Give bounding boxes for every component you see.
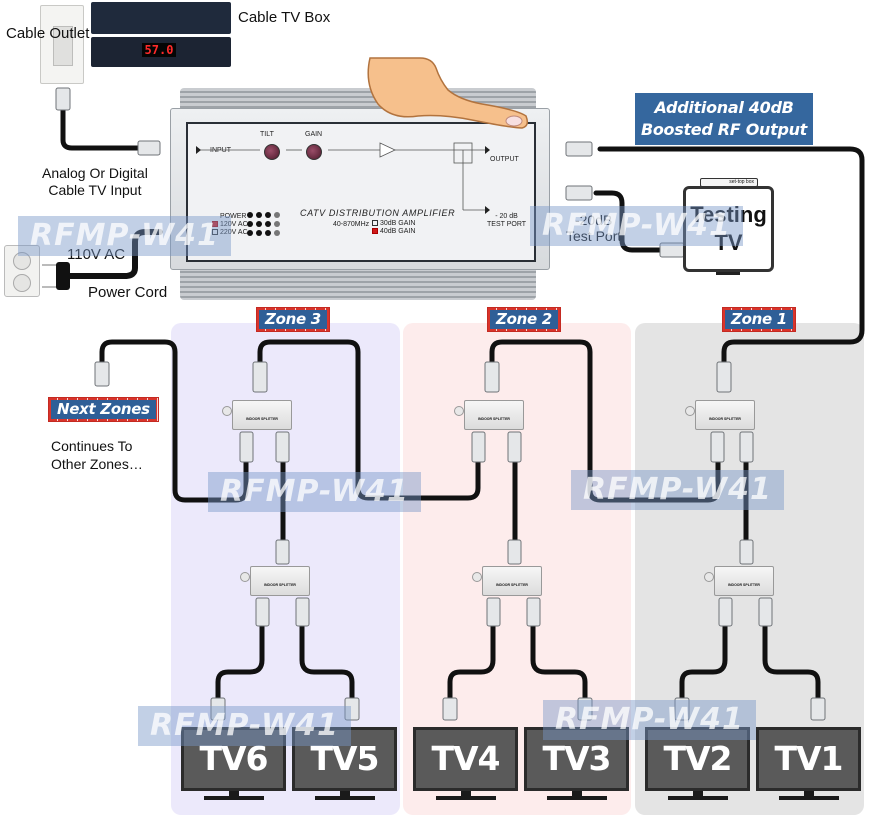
connector bbox=[507, 431, 522, 463]
connector bbox=[210, 697, 226, 721]
cable-tv4 bbox=[447, 622, 496, 703]
amp-gain-select: 30dB GAIN 40dB GAIN bbox=[372, 220, 415, 236]
next-zones-badge: Next Zones bbox=[48, 397, 159, 422]
cable-amp-output bbox=[597, 146, 865, 365]
cable-tv-box-rear bbox=[91, 2, 231, 34]
gain-knob[interactable] bbox=[306, 144, 322, 160]
cable-tv1 bbox=[762, 622, 821, 703]
connector bbox=[739, 431, 754, 463]
amp-power-select: POWER 120V AC 220V AC bbox=[212, 213, 248, 237]
watermark: RFMP-W41 bbox=[543, 700, 756, 740]
connector bbox=[275, 431, 290, 463]
tv-6: TV6 bbox=[181, 727, 286, 791]
next-zones-label: Continues To Other Zones… bbox=[51, 438, 143, 472]
amp-title: CATV DISTRIBUTION AMPLIFIER bbox=[300, 208, 456, 218]
ac-wall-outlet bbox=[4, 245, 40, 297]
cable-tv5 bbox=[299, 622, 355, 703]
connector bbox=[739, 539, 754, 565]
amp-gain-label: GAIN bbox=[305, 131, 323, 138]
cable-tv3 bbox=[530, 622, 588, 703]
connector bbox=[239, 431, 254, 463]
zone-1-badge: Zone 1 bbox=[722, 307, 796, 332]
input-label: Analog Or Digital Cable TV Input bbox=[42, 165, 148, 198]
connector bbox=[94, 361, 110, 387]
gain-30db-checkbox[interactable] bbox=[372, 220, 378, 226]
connector bbox=[486, 597, 501, 627]
connector bbox=[810, 697, 826, 721]
connector bbox=[758, 597, 773, 627]
outlet-plate bbox=[53, 26, 73, 66]
connector bbox=[565, 141, 593, 157]
power-220v-checkbox[interactable] bbox=[212, 229, 218, 235]
amp-output-label: OUTPUT bbox=[490, 156, 519, 163]
tv-3: TV3 bbox=[524, 727, 629, 791]
connector bbox=[255, 597, 270, 627]
amp-input-label: INPUT bbox=[210, 147, 231, 154]
cable-test-port bbox=[593, 190, 663, 253]
tv-1: TV1 bbox=[756, 727, 861, 791]
watermark: RFMP-W41 bbox=[138, 706, 351, 746]
power-cord bbox=[65, 229, 163, 279]
pointing-hand-icon bbox=[367, 57, 529, 129]
connector bbox=[674, 697, 690, 721]
test-port-label: -20dB Test Port bbox=[566, 212, 622, 244]
connector bbox=[275, 539, 290, 565]
boosted-output-callout: Additional 40dB Boosted RF Output bbox=[635, 93, 813, 145]
plug-head bbox=[56, 262, 70, 290]
cable-outlet-label: Cable Outlet bbox=[6, 25, 90, 42]
cable-zone3-to-next bbox=[99, 339, 249, 503]
power-120v-checkbox[interactable] bbox=[212, 221, 218, 227]
amplifier-panel bbox=[186, 122, 536, 262]
connector bbox=[484, 361, 500, 393]
amp-test-port-label: - 20 dB TEST PORT bbox=[487, 213, 527, 228]
channel-display: 57.0 bbox=[142, 43, 176, 57]
connector bbox=[526, 597, 541, 627]
connector bbox=[471, 431, 486, 463]
connector bbox=[442, 697, 458, 721]
cable-outlet bbox=[40, 5, 84, 84]
amp-signal-diagram bbox=[196, 142, 490, 214]
cable-outlet-to-amp bbox=[60, 107, 143, 151]
connector bbox=[507, 539, 522, 565]
cable-zone1-to-zone2 bbox=[489, 339, 721, 503]
connector bbox=[344, 697, 360, 721]
tv-2: TV2 bbox=[645, 727, 750, 791]
connector bbox=[295, 597, 310, 627]
watermark: RFMP-W41 bbox=[571, 470, 784, 510]
connector bbox=[55, 87, 71, 111]
power-cord-label: Power Cord bbox=[88, 284, 168, 301]
zone-2-badge: Zone 2 bbox=[487, 307, 561, 332]
tilt-knob[interactable] bbox=[264, 144, 280, 160]
connector bbox=[252, 361, 268, 393]
testing-tv: Testing TV bbox=[683, 186, 774, 272]
cable-tv6 bbox=[215, 622, 265, 703]
connector bbox=[718, 597, 733, 627]
watermark: RFMP-W41 bbox=[530, 206, 743, 246]
connector bbox=[577, 697, 593, 721]
ac-voltage-label: 110V AC bbox=[67, 246, 126, 263]
tv-5: TV5 bbox=[292, 727, 397, 791]
cable-zone2-to-zone3 bbox=[257, 339, 481, 501]
zone-3-badge: Zone 3 bbox=[256, 307, 330, 332]
amp-frequency: 40-870MHz bbox=[333, 221, 370, 228]
amp-tilt-label: TILT bbox=[260, 131, 274, 138]
connector bbox=[565, 185, 593, 201]
cable-tv2 bbox=[679, 622, 728, 703]
connector bbox=[137, 140, 161, 156]
cable-tv-box-label: Cable TV Box bbox=[238, 9, 331, 26]
watermark: RFMP-W41 bbox=[208, 472, 421, 512]
tv-4: TV4 bbox=[413, 727, 518, 791]
gain-40db-checkbox[interactable] bbox=[372, 228, 378, 234]
connector bbox=[716, 361, 732, 393]
testing-tv-stand bbox=[716, 272, 740, 275]
connector bbox=[710, 431, 725, 463]
watermark: RFMP-W41 bbox=[18, 216, 231, 256]
